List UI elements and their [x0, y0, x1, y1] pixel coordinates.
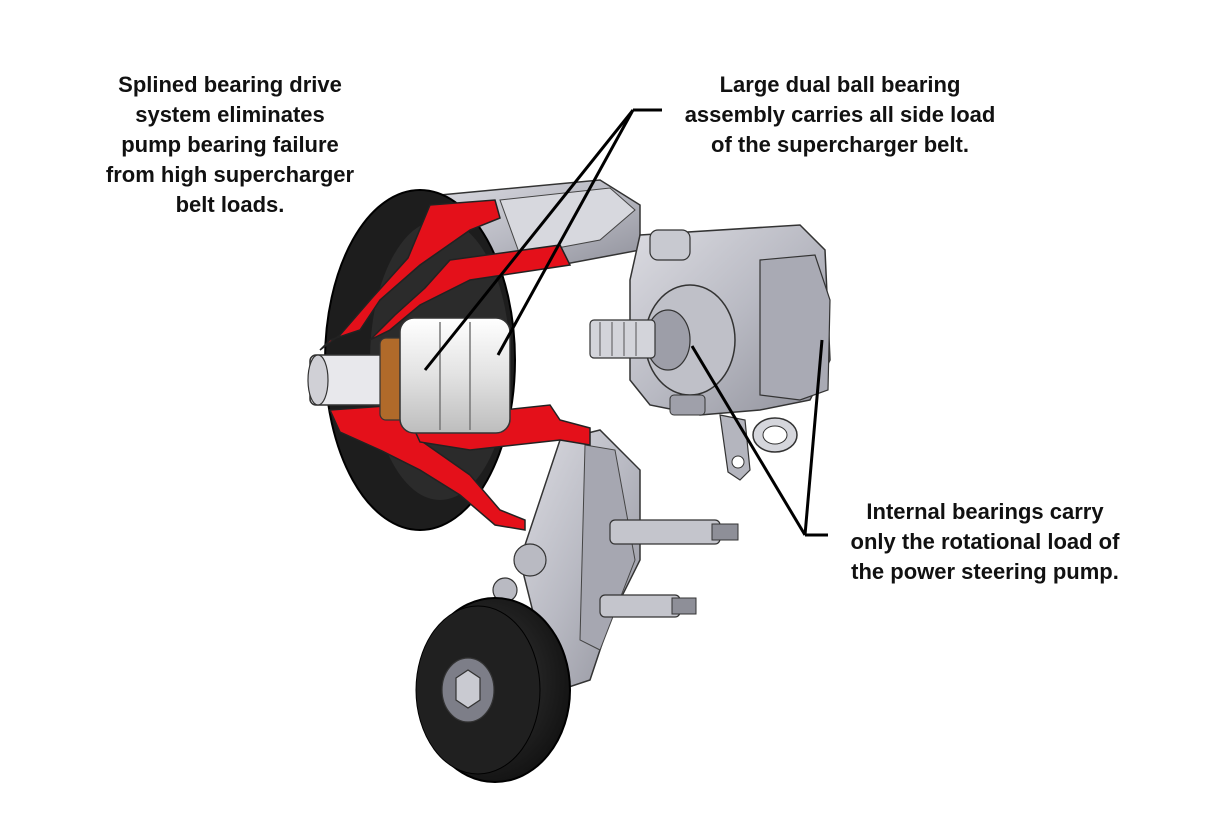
callout-line: assembly carries all side load	[684, 102, 996, 127]
idler-pulley	[415, 597, 571, 783]
callout-line: system eliminates	[135, 102, 325, 127]
callout-line: from high supercharger	[105, 162, 355, 187]
callout-line: Splined bearing drive	[118, 72, 342, 97]
callout-dual-ball-bearing: Large dual ball bearing assembly carries…	[650, 70, 1030, 160]
callout-line: belt loads.	[175, 192, 285, 217]
callout-line: the power steering pump.	[851, 559, 1119, 584]
callout-line: Internal bearings carry	[866, 499, 1104, 524]
leader-internal-bearing-1	[690, 345, 807, 536]
callout-line: of the supercharger belt.	[711, 132, 969, 157]
leader-dual-bearing	[496, 109, 635, 356]
shaft-and-bearings	[307, 317, 511, 434]
leader-internal-bearing-2	[803, 339, 824, 536]
power-steering-pump	[589, 224, 831, 481]
callout-internal-bearings: Internal bearings carry only the rotatio…	[825, 497, 1145, 587]
callout-line: pump bearing failure	[121, 132, 339, 157]
leader-spline-bearing	[423, 109, 635, 371]
leader-lines	[423, 108, 828, 537]
callout-line: only the rotational load of	[850, 529, 1120, 554]
callout-splined-bearing-drive: Splined bearing drive system eliminates …	[80, 70, 380, 220]
callout-line: Large dual ball bearing	[719, 72, 961, 97]
